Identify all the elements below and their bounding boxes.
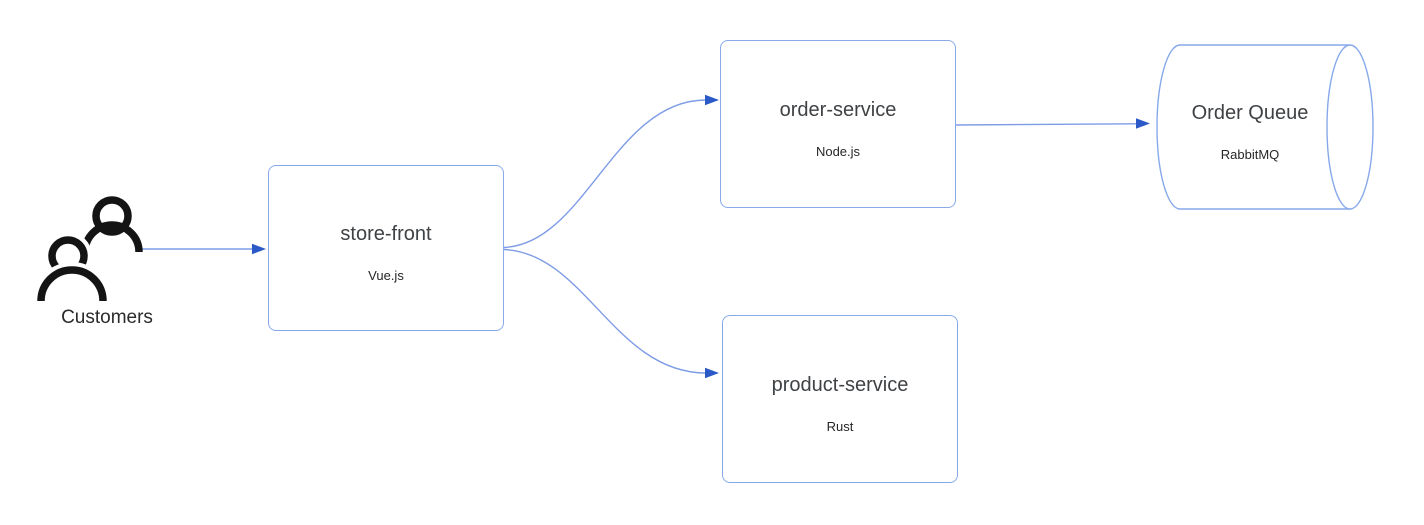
node-title: Order Queue [1191, 101, 1309, 124]
node-subtitle: Vue.js [368, 267, 404, 283]
arrowhead-icon [252, 243, 266, 255]
edge-customers-to-store-front [142, 243, 266, 255]
edge-store-front-to-order-service [503, 94, 719, 249]
node-order-service: order-service Node.js [720, 40, 956, 208]
node-title: product-service [771, 373, 909, 396]
arrowhead-icon [705, 94, 719, 106]
node-product-service: product-service Rust [722, 315, 958, 483]
arrowhead-icon [705, 367, 719, 379]
node-store-front: store-front Vue.js [268, 165, 504, 331]
node-title: store-front [340, 222, 432, 245]
customers-label: Customers [61, 307, 153, 328]
edge-store-front-to-product-service [503, 248, 719, 379]
node-subtitle: RabbitMQ [1220, 146, 1280, 162]
node-subtitle: Rust [826, 418, 854, 434]
edge-order-service-to-order-queue [955, 118, 1150, 129]
node-order-queue: Order Queue RabbitMQ [1157, 45, 1343, 209]
arrowhead-icon [1136, 118, 1150, 129]
node-subtitle: Node.js [815, 143, 861, 159]
node-title: order-service [779, 98, 897, 121]
people-icon [33, 196, 143, 302]
order-queue-cylinder-shape [1156, 44, 1374, 210]
